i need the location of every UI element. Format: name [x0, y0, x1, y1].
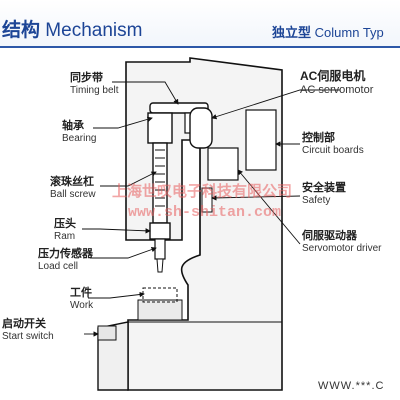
- label-work: 工件 Work: [70, 287, 94, 311]
- ball-screw-thread: [155, 149, 165, 207]
- ram-block: [149, 222, 171, 240]
- label-bearing: 轴承 Bearing: [62, 120, 97, 144]
- subtitle-en: Column Typ: [314, 25, 384, 40]
- ball-screw-shaft: [152, 142, 168, 224]
- leader-load-cell: [90, 246, 157, 259]
- work-piece: [142, 287, 178, 303]
- label-load-cell: 压力传感器 Load cell: [38, 248, 93, 272]
- leader-servomotor-driver: [237, 169, 301, 245]
- leader-ac-servomotor: [211, 89, 340, 120]
- ac-servomotor-shape: [189, 107, 213, 149]
- label-ram: 压头 Ram: [54, 218, 76, 242]
- label-ac-servomotor: AC伺服电机 AC servomotor: [300, 69, 374, 96]
- leader-work: [88, 291, 145, 299]
- header-bar: [0, 0, 400, 48]
- title-en: Mechanism: [45, 20, 143, 41]
- label-servomotor-driver: 伺服驱动器 Servomotor driver: [302, 230, 382, 254]
- servomotor-driver-shape: [207, 147, 239, 181]
- leader-ball-screw: [100, 171, 157, 187]
- leader-ram: [82, 228, 151, 234]
- page-subtitle: 独立型 Column Typ: [272, 22, 384, 41]
- label-circuit-boards: 控制部 Circuit boards: [302, 132, 364, 156]
- load-cell-tip: [156, 258, 164, 273]
- load-cell-shape: [154, 238, 166, 260]
- label-timing-belt: 同步带 Timing belt: [70, 72, 119, 96]
- table-plate: [137, 299, 183, 321]
- header-divider: [0, 46, 400, 48]
- title-zh: 结构: [2, 20, 41, 41]
- label-start-switch: 启动开关 Start switch: [2, 318, 54, 342]
- label-safety: 安全装置 Safety: [302, 182, 346, 206]
- leader-safety: [211, 195, 301, 201]
- leader-timing-belt: [112, 81, 179, 105]
- bearing-housing: [147, 112, 173, 144]
- start-switch-shape: [97, 325, 117, 341]
- circuit-board-shape: [245, 109, 277, 171]
- footer-url: WWW.***.C: [318, 380, 385, 392]
- label-ball-screw: 滚珠丝杠 Ball screw: [50, 176, 96, 200]
- safety-sensor-shape: [201, 187, 213, 213]
- subtitle-zh: 独立型: [272, 25, 312, 40]
- page-title: 结构 Mechanism: [2, 15, 142, 42]
- leader-bearing: [93, 116, 153, 129]
